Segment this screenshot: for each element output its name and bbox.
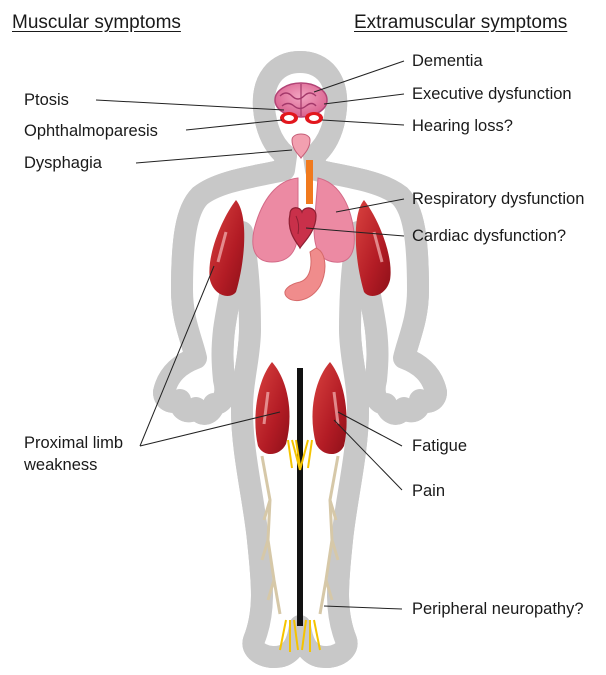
esophagus [306,160,313,204]
label-executive-dysfunction: Executive dysfunction [412,84,572,104]
label-peripheral-neuropathy: Peripheral neuropathy? [412,599,584,619]
label-respiratory-dysfunction: Respiratory dysfunction [412,189,584,209]
label-ophthalmoparesis: Ophthalmoparesis [24,121,158,141]
label-hearing-loss: Hearing loss? [412,116,513,136]
label-fatigue: Fatigue [412,436,467,456]
label-cardiac-dysfunction: Cardiac dysfunction? [412,226,566,246]
brain [275,83,327,117]
label-proximal-limb-weakness: Proximal limb weakness [24,432,123,476]
label-dementia: Dementia [412,51,483,71]
header-muscular-symptoms: Muscular symptoms [12,12,181,34]
header-extramuscular-symptoms: Extramuscular symptoms [354,12,567,34]
label-proximal-line1: Proximal limb [24,432,123,454]
label-pain: Pain [412,481,445,501]
label-proximal-line2: weakness [24,454,123,476]
label-dysphagia: Dysphagia [24,153,102,173]
label-ptosis: Ptosis [24,90,69,110]
